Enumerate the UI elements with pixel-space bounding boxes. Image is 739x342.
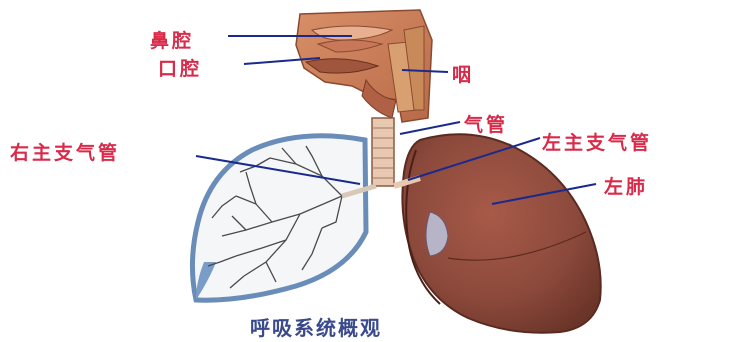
label-right-main-bronchus: 右主支气管 xyxy=(10,138,120,165)
label-pharynx: 咽 xyxy=(452,60,474,87)
label-nasal-cavity: 鼻腔 xyxy=(150,26,194,53)
left-lung xyxy=(402,134,600,332)
diagram-caption: 呼吸系统概观 xyxy=(250,312,382,341)
label-left-lung: 左肺 xyxy=(604,172,648,199)
trachea-tube xyxy=(372,118,394,186)
leader-trachea xyxy=(400,122,460,134)
label-oral-cavity: 口腔 xyxy=(158,54,202,81)
head-section xyxy=(296,10,432,122)
label-trachea: 气管 xyxy=(464,110,508,137)
label-left-main-bronchus: 左主支气管 xyxy=(542,128,652,155)
